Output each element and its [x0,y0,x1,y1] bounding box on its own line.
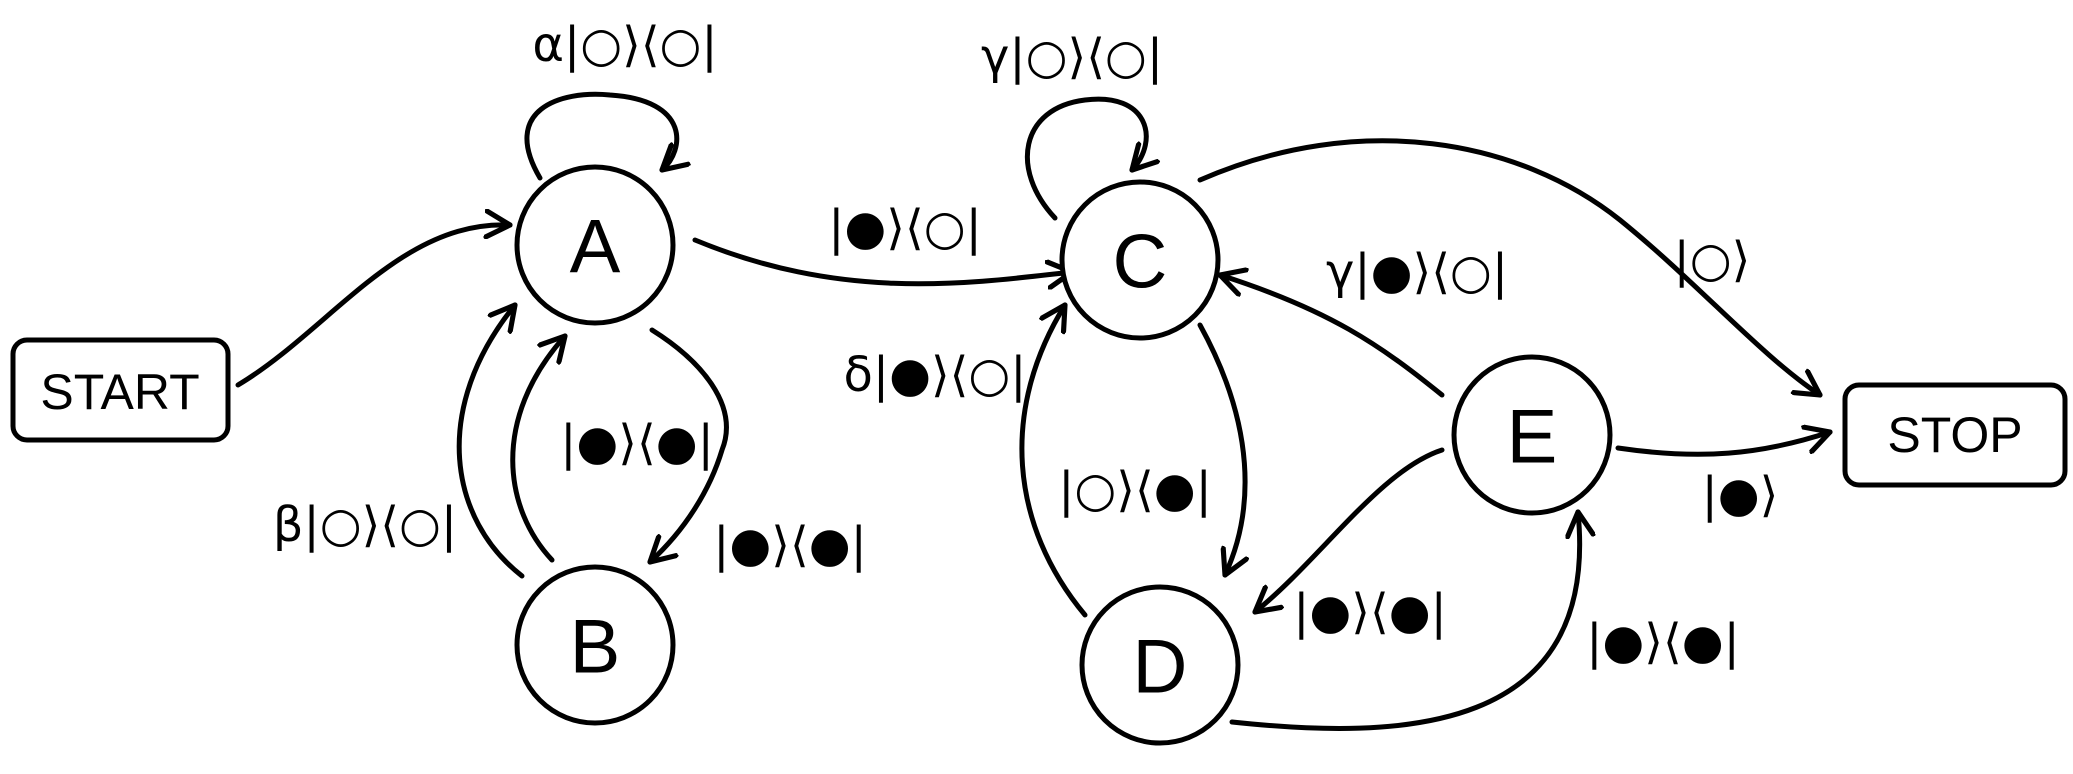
edge-a-to-c [692,237,1072,284]
edge-a-to-b [650,327,729,562]
edge-a-self-loop [524,91,677,181]
state-a-label: A [570,205,621,290]
label-a-self: α|○⟩⟨○| [532,17,717,73]
label-e-to-d: |●⟩⟨●| [1293,584,1447,640]
edge-e-to-d [1255,447,1445,612]
edge-e-to-c [1220,275,1445,398]
edge-b-to-a-outer [456,305,525,579]
label-e-to-c: γ|●⟩⟨○| [1326,244,1508,300]
state-e: E [1451,354,1613,516]
label-b-to-a-inner: |●⟩⟨●| [560,415,714,471]
label-c-to-d: |○⟩⟨●| [1058,462,1212,518]
state-b-label: B [570,605,621,690]
edge-start-to-a [235,225,510,388]
state-c-label: C [1113,220,1168,305]
state-b: B [514,564,676,726]
start-node: START [10,337,231,443]
edge-c-to-d [1197,322,1245,575]
edge-c-to-stop [1197,138,1820,395]
state-c: C [1059,179,1221,341]
stop-label: STOP [1887,407,2022,463]
edge-b-to-a-inner [510,336,565,563]
label-a-to-b: |●⟩⟨●| [713,517,867,573]
state-a: A [514,164,676,326]
label-a-to-c: |●⟩⟨○| [828,200,982,256]
edge-d-to-c [1019,305,1088,618]
edge-d-to-e [1229,512,1580,731]
state-e-label: E [1507,395,1558,480]
label-d-to-e: |●⟩⟨●| [1586,614,1740,670]
label-e-to-stop: |●⟩ [1702,467,1779,523]
stop-node: STOP [1842,382,2068,488]
edge-e-to-stop [1615,432,1830,457]
edge-c-self-loop [1024,96,1146,221]
state-d: D [1079,584,1241,746]
state-d-label: D [1133,625,1188,710]
start-label: START [40,364,199,420]
label-c-self: γ|○⟩⟨○| [981,29,1163,85]
label-d-to-c: δ|●⟩⟨○| [844,347,1027,403]
label-b-to-a-outer: β|○⟩⟨○| [273,497,457,553]
label-c-to-stop: |○⟩ [1674,232,1751,288]
